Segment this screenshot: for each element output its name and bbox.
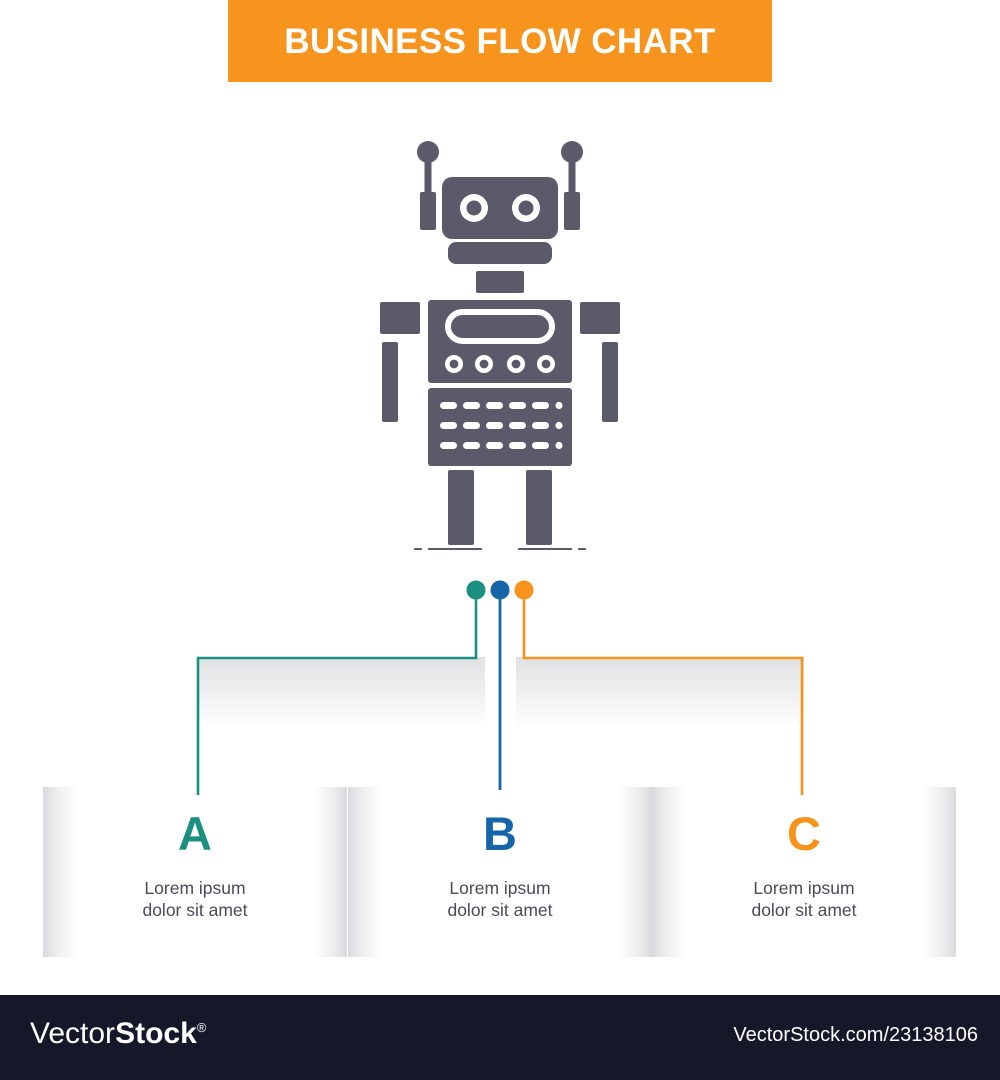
card-b-line2: dolor sit amet — [447, 899, 553, 920]
connector-path-a — [196, 590, 478, 795]
card-b-line1: Lorem ipsum — [449, 878, 551, 898]
card-b-description: Lorem ipsum dolor sit amet — [348, 878, 652, 922]
page-title: BUSINESS FLOW CHART — [284, 21, 716, 61]
panel-shadow-left — [197, 657, 485, 729]
card-b[interactable]: B Lorem ipsum dolor sit amet — [348, 780, 652, 958]
footer-url[interactable]: VectorStock.com/23138106 — [733, 1024, 978, 1046]
robot-illustration — [0, 130, 1000, 550]
panel-shadow-right — [516, 657, 804, 729]
card-a-description: Lorem ipsum dolor sit amet — [43, 878, 347, 922]
node-dot-a — [466, 580, 486, 600]
connector-lines — [0, 560, 1000, 820]
logo-text-stock: Stock — [115, 1017, 197, 1050]
card-c-description: Lorem ipsum dolor sit amet — [652, 878, 956, 922]
card-c-line1: Lorem ipsum — [753, 878, 855, 898]
header-banner: BUSINESS FLOW CHART — [228, 0, 772, 82]
card-a[interactable]: A Lorem ipsum dolor sit amet — [43, 780, 347, 958]
card-a-line1: Lorem ipsum — [144, 878, 246, 898]
card-c[interactable]: C Lorem ipsum dolor sit amet — [652, 780, 956, 958]
card-c-line2: dolor sit amet — [751, 899, 857, 920]
node-dot-b — [490, 580, 510, 600]
card-a-letter: A — [178, 807, 212, 860]
vectorstock-logo[interactable]: VectorStock® — [30, 1019, 206, 1049]
card-b-letter: B — [483, 807, 517, 860]
logo-text-vector: Vector — [30, 1017, 116, 1050]
footer-bar: VectorStock® VectorStock.com/23138106 — [0, 995, 1000, 1080]
node-dot-c — [514, 580, 534, 600]
connector-path-c — [522, 590, 804, 795]
cards-row: A Lorem ipsum dolor sit amet B Lorem ips… — [0, 780, 1000, 995]
card-c-letter: C — [787, 807, 821, 860]
robot-icon — [380, 141, 620, 550]
registered-trademark-icon: ® — [196, 1020, 207, 1035]
card-a-line2: dolor sit amet — [142, 899, 248, 920]
